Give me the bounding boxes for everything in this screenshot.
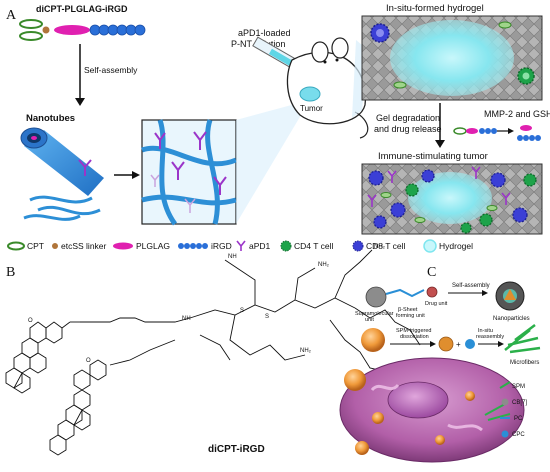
legend-spm-label: SPM xyxy=(512,384,525,390)
mouse-injection-illustration: aPD1-loaded P-NT solution Tumor xyxy=(231,28,369,139)
degradation-label-line2: and drug release xyxy=(374,124,442,134)
mmp-gsh-label: MMP-2 and GSH xyxy=(484,109,550,119)
irgd-beads-icon xyxy=(89,24,146,36)
panel-a-legend: CPT etcSS linker PLGLAG iRGD aPD1 CD4 T … xyxy=(7,239,473,253)
nanotubes-label: Nanotubes xyxy=(26,113,75,124)
legend-linker-icon xyxy=(52,243,58,249)
extracellular-nanoparticle-icon xyxy=(344,369,366,391)
immune-title: Immune-stimulating tumor xyxy=(378,151,488,162)
drug-unit-label: Drug unit xyxy=(425,301,448,307)
immune-tumor-box: Immune-stimulating tumor xyxy=(361,151,543,235)
nanoparticles-label: Nanoparticles xyxy=(493,316,530,322)
self-assembly-c-label: Self-assembly xyxy=(452,283,490,289)
in-situ-label-line1: In-situ xyxy=(478,328,493,334)
legend-irgd-label: iRGD xyxy=(211,241,232,251)
cd8-cell-icon xyxy=(370,23,390,43)
legend-irgd-icon xyxy=(178,243,208,249)
degradation-arrow-head-icon xyxy=(435,140,445,148)
tumor-icon xyxy=(299,86,321,102)
beta-sheet-label-line1: β-Sheet xyxy=(398,307,418,313)
spm-trigger-label-line2: dissociation xyxy=(400,334,429,340)
legend-apd1-icon xyxy=(236,240,246,251)
legend-cpc-icon xyxy=(501,430,509,438)
svg-text:S: S xyxy=(240,308,244,314)
legend-cb7-icon xyxy=(501,398,509,406)
cell-nucleus-icon xyxy=(387,381,449,419)
dissociated-unit-icon xyxy=(438,336,454,352)
legend-cd8-label: CD8 T cell xyxy=(366,241,405,251)
legend-cpt-icon xyxy=(7,241,25,251)
svg-text:NH: NH xyxy=(182,316,191,322)
spm-trigger-label-line1: SPM-triggered xyxy=(396,328,431,334)
plus-sign: + xyxy=(456,340,461,349)
mouse-ear-icon xyxy=(311,41,329,63)
zoom-projection xyxy=(236,100,310,224)
legend-apd1-label: aPD1 xyxy=(249,241,271,251)
legend-hydrogel-label: Hydrogel xyxy=(439,241,473,251)
svg-text:S: S xyxy=(265,314,269,320)
legend-linker-label: etcSS linker xyxy=(61,241,107,251)
legend-spm-icon xyxy=(499,381,511,389)
microfibers-icon xyxy=(504,324,541,354)
svg-text:NH: NH xyxy=(228,254,237,260)
legend-cb7-label: CB[7] xyxy=(512,400,527,406)
legend-cpt-label: CPT xyxy=(27,241,44,251)
microfibers-label: Microfibers xyxy=(510,360,539,366)
monomer-icon xyxy=(465,339,475,349)
linker-icon xyxy=(42,26,50,34)
gel-network-box xyxy=(141,119,237,226)
svg-text:NH₂: NH₂ xyxy=(374,244,386,250)
dissociation-reassembly: SPM-triggered dissociation + In-situ rea… xyxy=(361,324,541,366)
supramolecular-label-line1: Supramolecular xyxy=(355,311,394,317)
cpt-top-icon xyxy=(19,19,43,29)
legend-cd4-label: CD4 T cell xyxy=(294,241,333,251)
supramolecular-unit-icon xyxy=(365,286,387,308)
solution-label-line1: aPD1-loaded xyxy=(238,28,291,38)
assembly-arrow-head-icon xyxy=(75,98,85,106)
nanotube-illustration xyxy=(20,127,104,221)
cd4-cell-icon xyxy=(517,67,535,85)
supramolecular-label-line2: unit xyxy=(365,317,374,323)
svg-text:O: O xyxy=(28,318,33,324)
construct-label: diCPT-PLGLAG-iRGD xyxy=(36,4,128,14)
compound-name: diCPT-iRGD xyxy=(208,444,265,455)
legend-plglag-icon xyxy=(113,242,133,250)
degradation-label-line1: Gel degradation xyxy=(376,113,440,123)
panel-c-letter: C xyxy=(427,265,436,280)
legend-plglag-label: PLGLAG xyxy=(136,241,170,251)
hydrogel-title: In-situ-formed hydrogel xyxy=(386,3,484,14)
in-situ-label-line2: reassembly xyxy=(476,334,504,340)
beta-sheet-label-line2: forming unit xyxy=(396,313,425,319)
plglag-icon xyxy=(54,25,90,35)
svg-text:O: O xyxy=(86,358,91,364)
legend-cpc-label: CPC xyxy=(512,432,525,438)
legend-cd8-icon xyxy=(352,240,364,252)
self-assembly-label: Self-assembly xyxy=(84,65,138,75)
tumor-label: Tumor xyxy=(300,104,323,113)
construct-diagram: diCPT-PLGLAG-iRGD Self-assembly Nanotube… xyxy=(19,4,146,124)
self-assembly-c-arrow-icon xyxy=(482,290,488,296)
legend-pc-label: PC xyxy=(514,416,523,422)
cleavage-illustration xyxy=(453,125,541,141)
svg-text:NH₂: NH₂ xyxy=(300,348,312,354)
cancer-cell-illustration xyxy=(339,357,525,463)
chemical-structure xyxy=(5,249,421,456)
drug-unit-icon xyxy=(426,286,438,298)
beta-sheet-unit-icon xyxy=(385,288,425,298)
hydrogel-box: In-situ-formed hydrogel xyxy=(361,3,543,101)
panel-b-letter: B xyxy=(6,265,15,280)
panel-a-letter: A xyxy=(6,8,17,23)
orange-nanoparticle-icon xyxy=(361,328,385,352)
supramolecular-assembly: Supramolecular unit β-Sheet forming unit… xyxy=(355,281,530,323)
legend-hydrogel-icon xyxy=(423,239,437,253)
legend-cd4-icon xyxy=(280,240,292,252)
panel-c-legend: SPM CB[7] PC CPC xyxy=(499,381,527,438)
svg-text:NH₂: NH₂ xyxy=(318,262,330,268)
apd1-add-icon xyxy=(78,159,140,179)
cpt-bottom-icon xyxy=(19,31,43,41)
